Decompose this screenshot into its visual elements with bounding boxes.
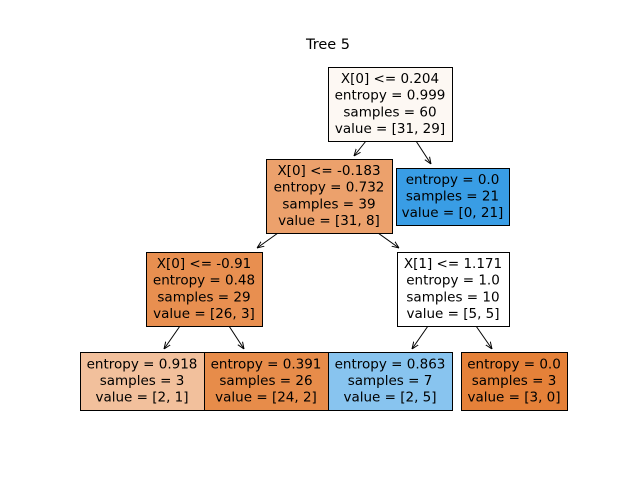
node-label: value = [0, 21]: [402, 205, 504, 221]
node-label: entropy = 0.999: [335, 88, 446, 104]
node-box: [461, 352, 568, 411]
node-box: [396, 168, 510, 226]
edge-arrow: [412, 325, 429, 349]
node-label: X[0] <= -0.183: [277, 163, 380, 179]
node-label: value = [3, 0]: [467, 390, 560, 406]
edges-layer: [164, 140, 492, 349]
node-box: [204, 352, 329, 411]
node-label: samples = 39: [282, 196, 375, 212]
node-label: entropy = 0.48: [153, 273, 255, 289]
node-label: entropy = 0.918: [87, 356, 198, 372]
edge-arrow: [257, 232, 279, 248]
node-label: value = [26, 3]: [153, 306, 255, 322]
node-box: [266, 159, 393, 234]
node-label: X[1] <= 1.171: [404, 256, 502, 272]
node-label: entropy = 0.0: [406, 172, 500, 188]
edge-arrow: [377, 232, 399, 248]
node-label: samples = 60: [343, 104, 436, 120]
node-label: samples = 10: [406, 289, 499, 305]
edge-arrow: [475, 325, 492, 349]
edge-arrow: [415, 140, 431, 164]
node-label: entropy = 1.0: [406, 273, 500, 289]
node-label: samples = 21: [406, 189, 499, 205]
edge-arrow: [228, 325, 244, 349]
node-box: [146, 252, 263, 327]
node-box: [328, 352, 453, 411]
node-label: value = [31, 29]: [335, 121, 445, 137]
node-label: samples = 3: [472, 373, 557, 389]
node-box: [328, 67, 453, 142]
edge-arrow: [164, 325, 181, 349]
node-box: [397, 252, 510, 327]
edge-arrow: [354, 140, 367, 156]
node-label: entropy = 0.0: [467, 356, 561, 372]
node-label: samples = 7: [348, 373, 433, 389]
node-label: value = [5, 5]: [406, 306, 499, 322]
node-label: entropy = 0.732: [274, 180, 385, 196]
node-label: entropy = 0.863: [335, 356, 446, 372]
node-box: [80, 352, 205, 411]
node-label: value = [31, 8]: [278, 213, 380, 229]
diagram-title: Tree 5: [305, 37, 350, 53]
node-label: X[0] <= 0.204: [341, 71, 439, 87]
node-label: entropy = 0.391: [211, 356, 322, 372]
node-label: samples = 26: [219, 373, 312, 389]
node-label: value = [24, 2]: [215, 390, 317, 406]
node-label: value = [2, 1]: [95, 390, 188, 406]
node-label: value = [2, 5]: [343, 390, 436, 406]
node-label: X[0] <= -0.91: [157, 256, 252, 272]
node-label: samples = 3: [100, 373, 185, 389]
node-label: samples = 29: [157, 289, 250, 305]
